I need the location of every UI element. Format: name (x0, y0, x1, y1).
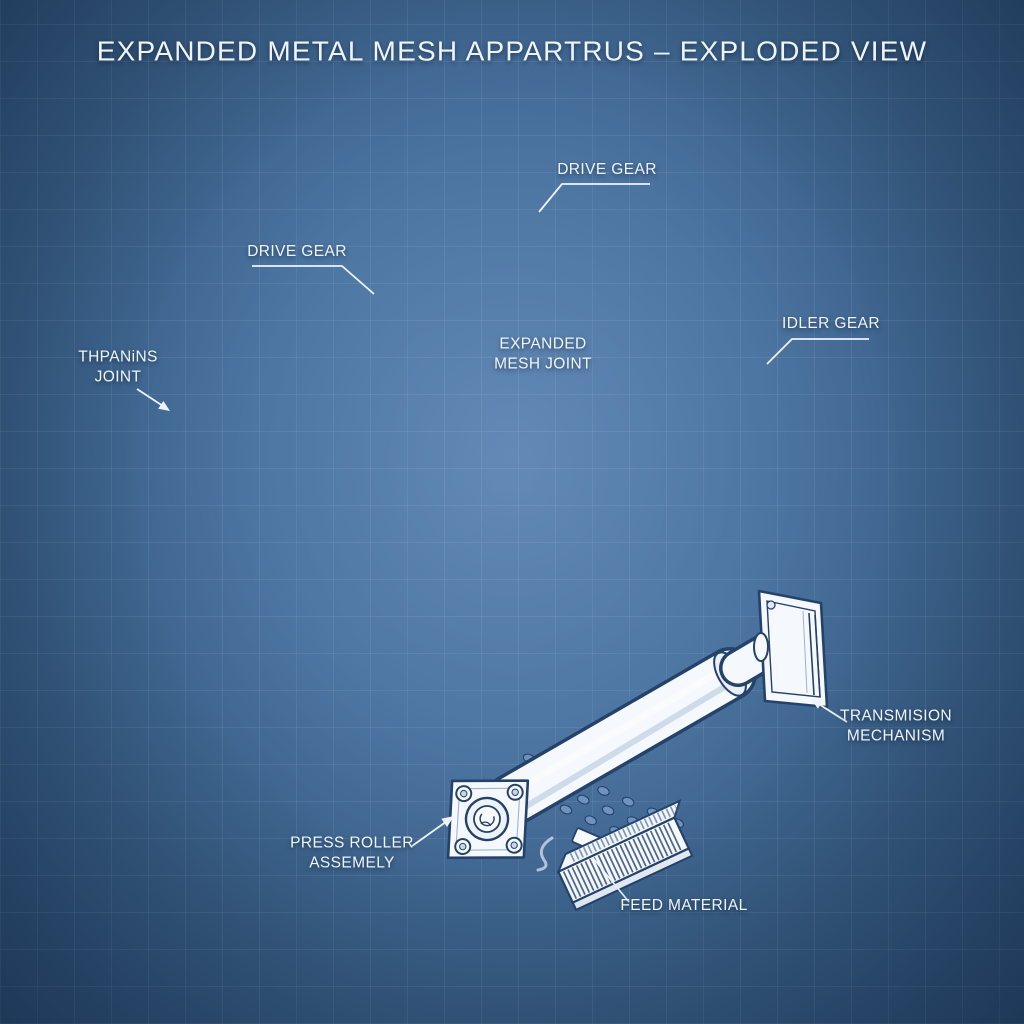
page-title: EXPANDED METAL MESH APPARTRUS – EXPLODED… (96, 35, 928, 67)
label-drive-gear-left: DRIVE GEAR (247, 242, 347, 260)
label-idler-gear: IDLER GEAR (782, 314, 880, 332)
leader-lines (136, 183, 869, 903)
steam-wisp (536, 836, 554, 872)
label-feed-material: FEED MATERIAL (620, 896, 748, 914)
label-press-roller-assembly: PRESS ROLLER ASSEMELY (290, 834, 414, 872)
label-transmission-mechanism: TRANSMISION MECHANISM (839, 707, 953, 745)
transmission-bracket (753, 589, 829, 709)
feed-material-block (556, 798, 694, 912)
label-expanded-mesh-joint: EXPANDED MESH JOINT (494, 335, 592, 373)
label-thpanins-joint: THPANiNS JOINT (78, 348, 158, 386)
press-roller-flange (446, 779, 530, 860)
roller-cylinder (485, 629, 791, 827)
label-drive-gear-top: DRIVE GEAR (557, 160, 657, 178)
